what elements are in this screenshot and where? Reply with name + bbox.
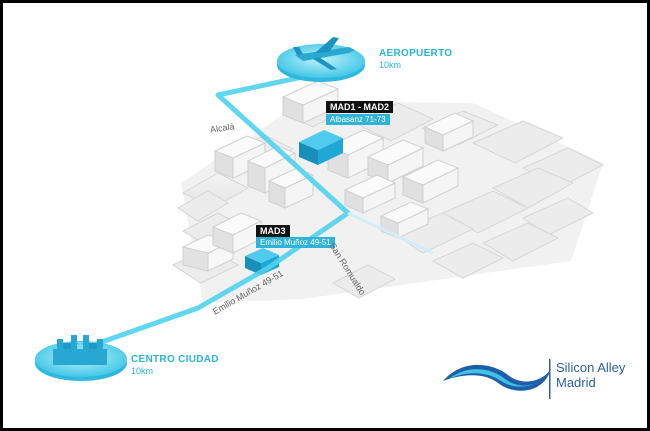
mad1-mad2-address: Albasanz 71-73	[326, 114, 390, 125]
mad1-mad2-building	[299, 130, 343, 165]
mad1-mad2-label: MAD1 - MAD2	[326, 101, 394, 113]
city-center-title: CENTRO CIUDAD	[131, 354, 219, 365]
route-street-emilio	[347, 211, 434, 255]
airplane-icon	[293, 37, 355, 70]
silicon-alley-logo	[443, 359, 551, 399]
mad3-label: MAD3	[256, 225, 290, 237]
brand-line-1: Silicon Alley	[556, 360, 626, 375]
brand-line-2: Madrid	[556, 375, 596, 390]
buildings	[181, 80, 475, 272]
map-frame: AEROPUERTO 10km CENTRO CIUDAD 10km MAD1 …	[3, 3, 647, 428]
mad3-address: Emilio Muñoz 49-51	[256, 237, 335, 248]
palace-icon	[53, 335, 107, 365]
airport-distance: 10km	[379, 60, 402, 70]
isometric-map	[35, 37, 605, 399]
city-center-distance: 10km	[131, 366, 154, 376]
airport-title: AEROPUERTO	[379, 48, 453, 59]
